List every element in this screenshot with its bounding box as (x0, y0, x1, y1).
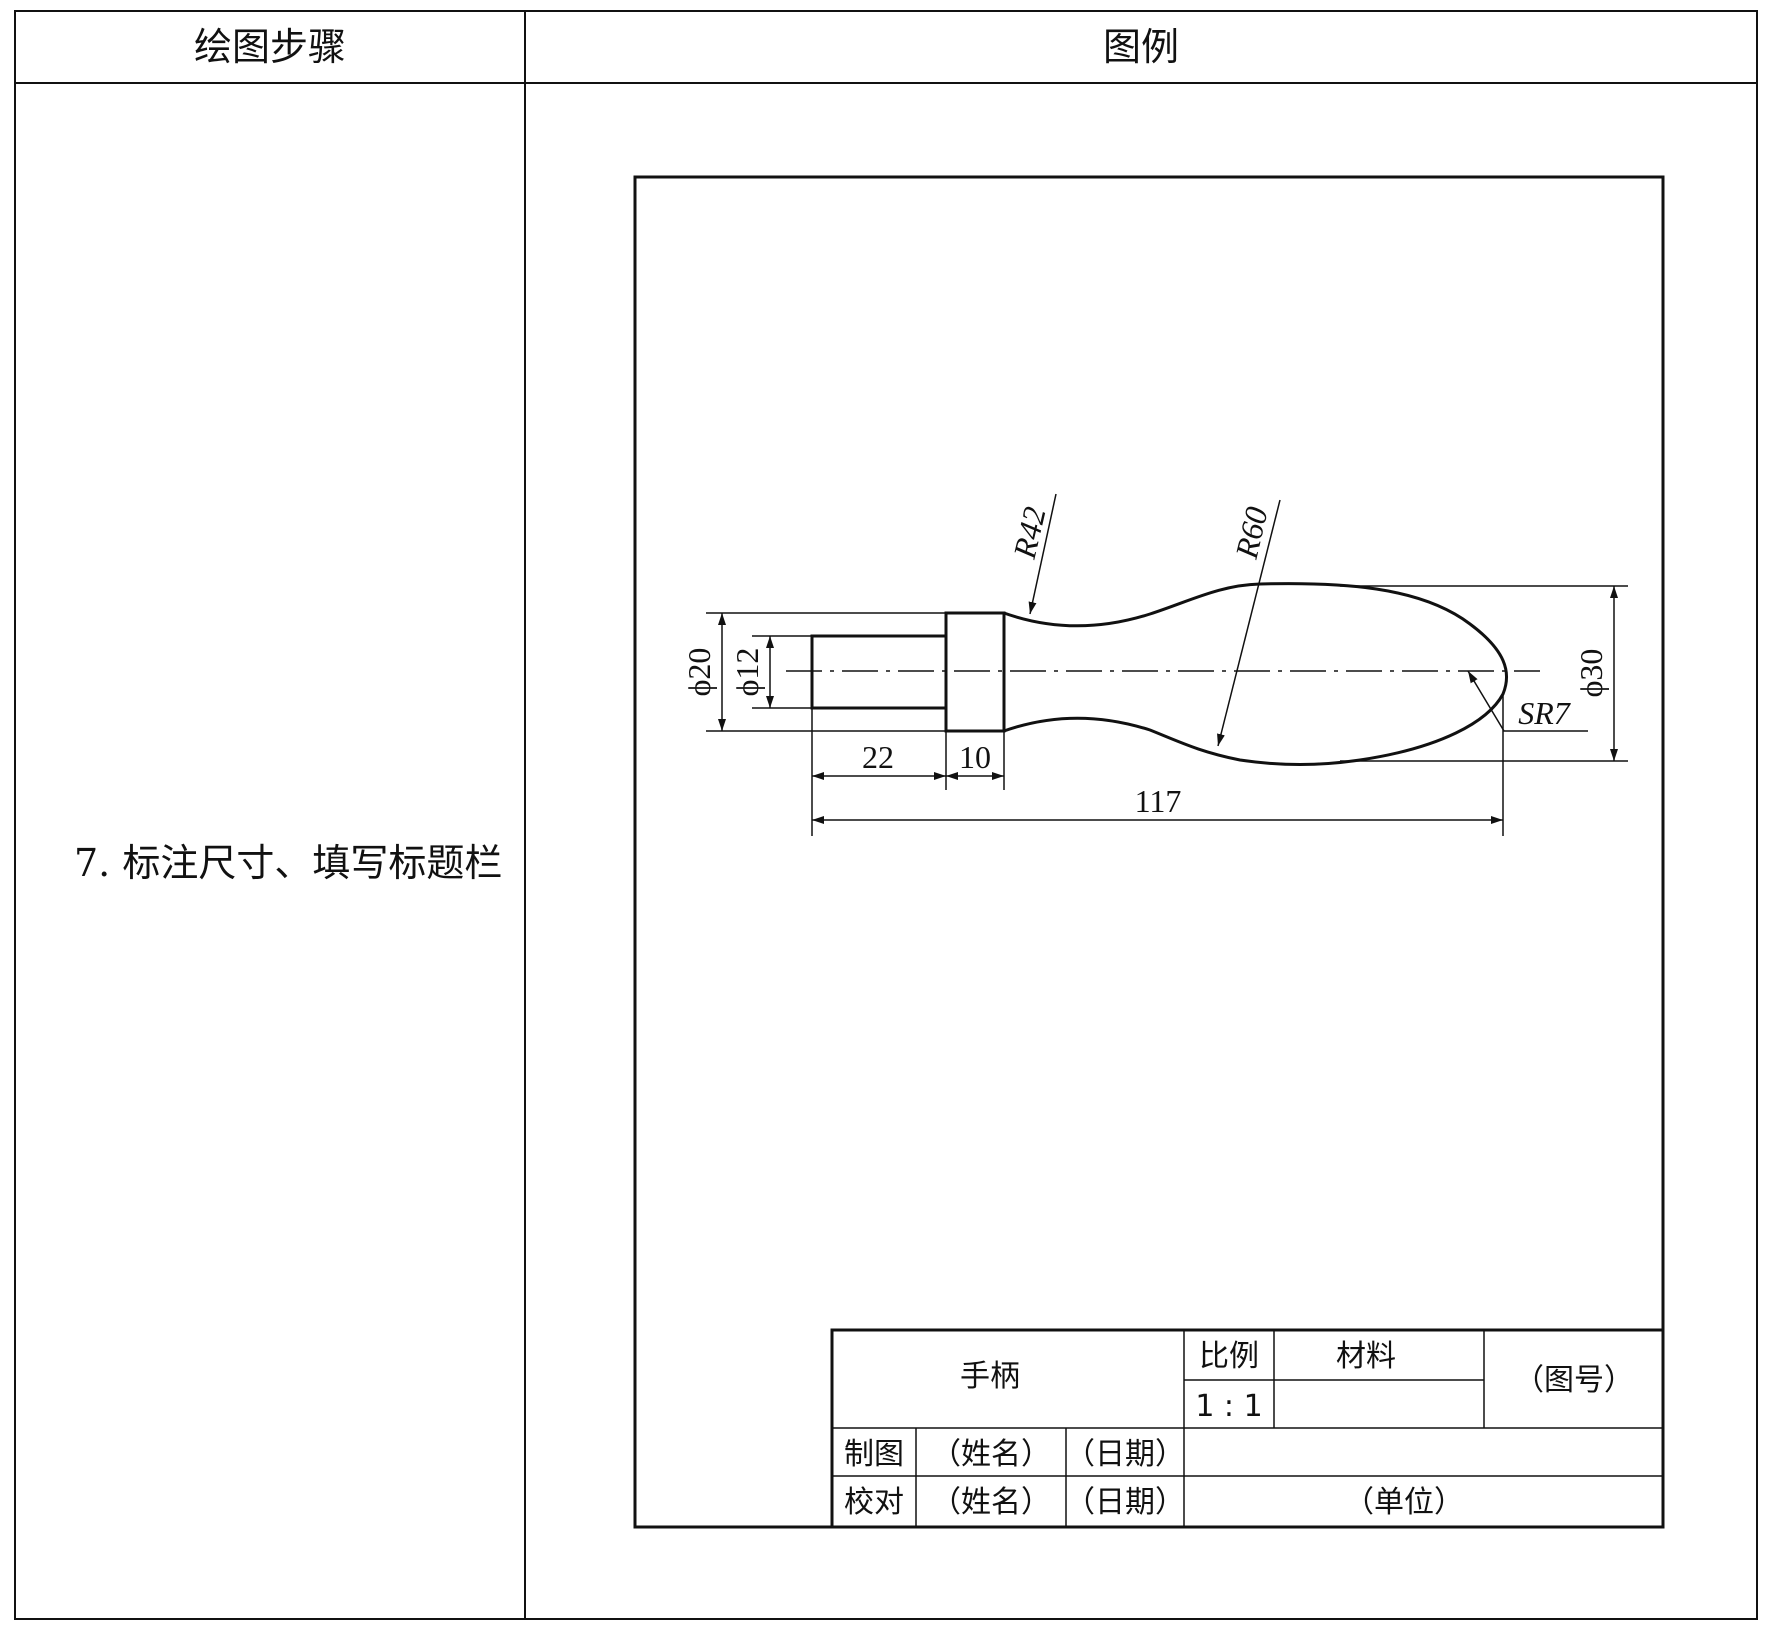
title-part-name: 手柄 (960, 1359, 1020, 1394)
title-checked-name: （姓名） (931, 1485, 1051, 1520)
shaft-small (810, 634, 948, 710)
dim-r60: R60 (1228, 503, 1275, 562)
title-checked-date: （日期） (1065, 1485, 1185, 1520)
dim-phi12: ϕ12 (729, 648, 765, 697)
handle-body (1003, 582, 1508, 766)
step-text: 7. 标注尺寸、填写标题栏 (74, 841, 503, 885)
instruction-table: 绘图步骤 图例 7. 标注尺寸、填写标题栏 (14, 10, 1758, 1620)
header-illustration: 图例 (1102, 25, 1179, 69)
header-divider (16, 82, 1756, 84)
title-drawn-date: （日期） (1065, 1437, 1185, 1472)
leader-r42 (1028, 493, 1057, 615)
dim-r42: R42 (1006, 503, 1053, 562)
title-unit: （单位） (1344, 1485, 1464, 1520)
leader-sr7 (1467, 670, 1588, 732)
header-drawing-steps: 绘图步骤 (193, 25, 346, 69)
title-drawing-number: （图号） (1514, 1363, 1634, 1398)
title-drawn-label: 制图 (844, 1437, 904, 1472)
title-checked-label: 校对 (844, 1485, 904, 1520)
title-scale-value: 1 : 1 (1195, 1389, 1262, 1424)
handle-part (810, 582, 1508, 766)
leader-r60 (1217, 499, 1281, 747)
title-scale-label: 比例 (1199, 1339, 1259, 1374)
dimension-lines (718, 493, 1618, 824)
dim-phi20: ϕ20 (681, 648, 717, 697)
dim-phi30: ϕ30 (1573, 649, 1609, 698)
column-divider (524, 12, 526, 1618)
dim-10: 10 (959, 739, 991, 775)
extension-lines (706, 585, 1628, 836)
drawing-frame (633, 175, 1665, 1529)
title-material-label: 材料 (1336, 1339, 1396, 1374)
shaft-collar (944, 611, 1006, 733)
title-block (830, 1328, 1665, 1529)
title-drawn-name: （姓名） (931, 1437, 1051, 1472)
dim-117: 117 (1135, 783, 1182, 819)
dim-22: 22 (862, 739, 894, 775)
dim-sr7: SR7 (1518, 695, 1572, 731)
